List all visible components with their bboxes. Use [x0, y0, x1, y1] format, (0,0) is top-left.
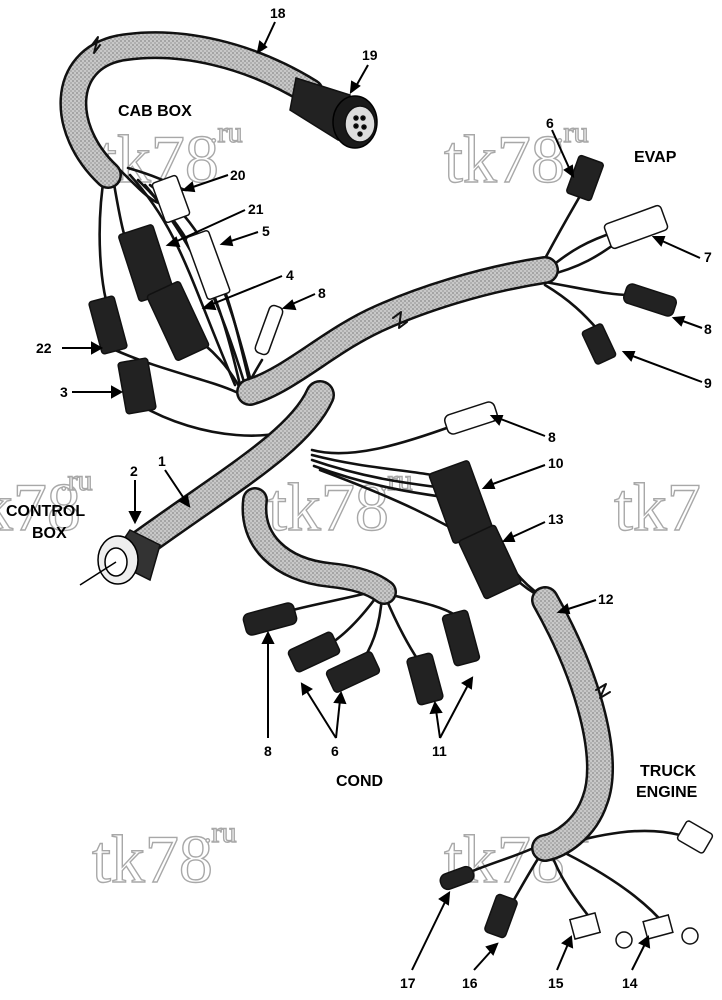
callout-1: 1 — [158, 453, 166, 469]
callout-6-evap: 6 — [546, 115, 554, 131]
callout-13: 13 — [548, 511, 564, 527]
callout-4: 4 — [286, 267, 294, 283]
callout-22: 22 — [36, 340, 52, 356]
bulkhead-fitting-2 — [79, 529, 161, 586]
ring-terminal-15 — [615, 931, 633, 949]
connector-20 — [151, 174, 191, 224]
ring-terminal-14 — [681, 927, 699, 945]
connector-4 — [146, 281, 210, 361]
connector-16 — [484, 893, 518, 939]
connector-22 — [88, 295, 128, 355]
watermark-text: tk78 — [0, 469, 81, 545]
callout-15: 15 — [548, 975, 564, 991]
connector-11-a — [406, 652, 444, 706]
watermark-suffix: .ru — [210, 116, 243, 149]
label-cab-box: CAB BOX — [118, 103, 192, 120]
callout-8-cond: 8 — [264, 743, 272, 759]
label-cond: COND — [336, 773, 383, 790]
callout-10: 10 — [548, 455, 564, 471]
braided-looms — [59, 31, 614, 862]
connector-6-cond-b — [325, 651, 381, 693]
callout-numbers: 18 19 20 21 5 4 8 22 3 6 7 8 9 8 10 13 1… — [36, 5, 712, 991]
watermark-layer: tk78 .ru tk78 .ru tk78 .ru tk78 .ru tk7 … — [0, 115, 702, 897]
watermark-text: tk78 — [268, 469, 389, 545]
watermark-suffix: .ru — [204, 816, 237, 849]
label-control-box-line2: BOX — [32, 525, 67, 542]
callout-3: 3 — [60, 384, 68, 400]
connector-17 — [439, 865, 475, 891]
connectors — [79, 77, 714, 949]
callout-6-cond: 6 — [331, 743, 339, 759]
callout-5: 5 — [262, 223, 270, 239]
callout-2: 2 — [130, 463, 138, 479]
connector-5 — [185, 229, 231, 301]
connector-8-cab — [254, 304, 284, 356]
connector-8-evap — [622, 283, 678, 317]
label-truck-engine-line2: ENGINE — [636, 784, 698, 801]
connector-8-cond — [242, 602, 298, 636]
callout-18: 18 — [270, 5, 286, 21]
watermark-text: tk78 — [92, 821, 213, 897]
callout-7: 7 — [704, 249, 712, 265]
watermark-suffix: .ru — [60, 464, 93, 497]
label-evap: EVAP — [634, 149, 677, 166]
connector-truck-engine — [676, 820, 714, 854]
label-control-box-line1: CONTROL — [6, 503, 85, 520]
callout-9: 9 — [704, 375, 712, 391]
watermark-suffix: .ru — [556, 116, 589, 149]
connector-7 — [603, 204, 669, 250]
watermark-text: tk78 — [444, 121, 565, 197]
callout-8-mid: 8 — [548, 429, 556, 445]
connector-13 — [458, 524, 522, 600]
callout-8-evap: 8 — [704, 321, 712, 337]
callout-12: 12 — [598, 591, 614, 607]
callout-16: 16 — [462, 975, 478, 991]
round-connector-19 — [289, 77, 378, 149]
watermark-text-partial: tk7 — [614, 469, 701, 545]
callout-17: 17 — [400, 975, 416, 991]
terminal-14 — [642, 914, 674, 940]
connector-9 — [581, 323, 617, 365]
connector-3 — [117, 357, 157, 415]
leader-arrows — [62, 21, 703, 971]
callout-21: 21 — [248, 201, 264, 217]
callout-11: 11 — [432, 743, 447, 759]
section-labels: CAB BOX EVAP CONTROL BOX COND TRUCK ENGI… — [6, 103, 698, 801]
connector-6-cond-a — [287, 631, 341, 673]
connector-8-mid — [443, 401, 499, 435]
callout-19: 19 — [362, 47, 378, 63]
connector-11-b — [441, 609, 481, 667]
label-truck-engine-line1: TRUCK — [640, 763, 696, 780]
terminal-15 — [568, 912, 602, 940]
connector-6-evap — [566, 154, 604, 202]
callout-20: 20 — [230, 167, 246, 183]
callout-14: 14 — [622, 975, 638, 991]
callout-8-cab: 8 — [318, 285, 326, 301]
